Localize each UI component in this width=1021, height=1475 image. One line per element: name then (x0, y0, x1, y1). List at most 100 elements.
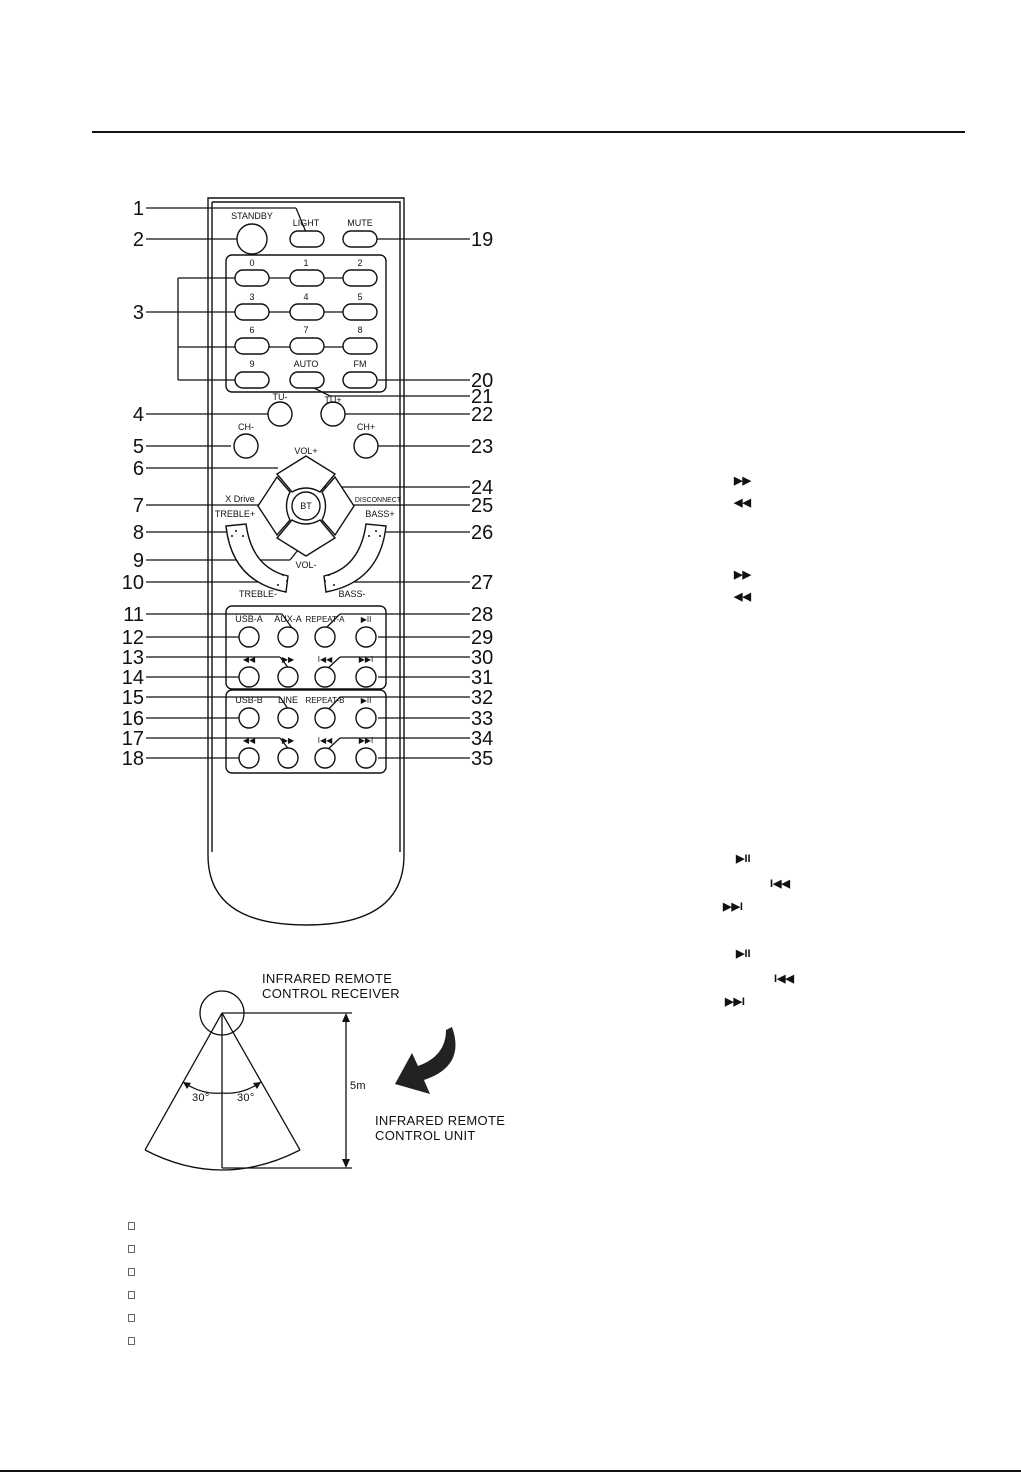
disconnect-label: DISCONNECT (355, 497, 402, 504)
ch-plus-button[interactable] (353, 433, 379, 459)
vol-minus-label: VOL- (295, 560, 316, 570)
disconnect-button[interactable] (321, 475, 355, 537)
digit-9-button[interactable] (234, 371, 270, 389)
checkbox-icon (128, 1291, 135, 1299)
mute-button[interactable] (342, 230, 378, 248)
play-pause-b-button[interactable] (355, 707, 377, 729)
treble-rocker[interactable] (225, 523, 289, 593)
next-a-button[interactable] (355, 666, 377, 688)
line-button[interactable] (277, 707, 299, 729)
rewind-a-label: ◀◀ (243, 655, 256, 664)
standby-button[interactable] (236, 223, 268, 255)
right-column-icons: ▶▶ ◀◀ ▶▶ ◀◀ ▶II I◀◀ ▶▶I ▶II I◀◀ ▶▶I (722, 475, 795, 1008)
checkbox-icon (128, 1314, 135, 1322)
digit-6-label: 6 (249, 325, 254, 335)
play-pause-a-button[interactable] (355, 626, 377, 648)
remote-control (207, 197, 405, 926)
digit-3-label: 3 (249, 292, 254, 302)
callout-18: 18 (122, 748, 144, 770)
ch-minus-label: CH- (238, 422, 254, 432)
unit-label-line2: CONTROL UNIT (375, 1128, 476, 1143)
bt-button[interactable] (291, 491, 321, 521)
fast-forward-b-button[interactable] (277, 747, 299, 769)
xdrive-button[interactable] (257, 475, 291, 537)
bass-rocker[interactable] (323, 523, 387, 593)
previous-a-label: I◀◀ (318, 655, 333, 664)
digit-2-button[interactable] (342, 269, 378, 287)
fast-forward-a-button[interactable] (277, 666, 299, 688)
tu-minus-button[interactable] (267, 401, 293, 427)
aux-a-button[interactable] (277, 626, 299, 648)
repeat-b-button[interactable] (314, 707, 336, 729)
mute-label: MUTE (347, 218, 373, 228)
rewind-icon: ◀◀ (733, 591, 751, 603)
digit-1-label: 1 (303, 258, 308, 268)
digit-2-label: 2 (357, 258, 362, 268)
auto-label: AUTO (294, 359, 319, 369)
digit-5-label: 5 (357, 292, 362, 302)
xdrive-label: X Drive (225, 494, 255, 504)
digit-3-button[interactable] (234, 303, 270, 321)
previous-b-button[interactable] (314, 747, 336, 769)
digit-8-button[interactable] (342, 337, 378, 355)
fast-forward-a-label: ▶▶ (282, 655, 295, 664)
play-pause-icon: ▶II (735, 853, 751, 865)
callout-12: 12 (122, 627, 144, 649)
play-pause-a-label: ▶II (361, 615, 372, 624)
fm-label: FM (354, 359, 367, 369)
callout-2: 2 (133, 229, 144, 251)
usb-b-label: USB-B (235, 695, 263, 705)
digit-0-label: 0 (249, 258, 254, 268)
digit-9-label: 9 (249, 359, 254, 369)
play-pause-b-label: ▶II (361, 696, 372, 705)
bt-label: BT (300, 501, 312, 511)
play-pause-icon: ▶II (735, 948, 751, 960)
callout-23: 23 (471, 436, 493, 458)
fm-button[interactable] (342, 371, 378, 389)
digit-0-button[interactable] (234, 269, 270, 287)
callout-7: 7 (133, 495, 144, 517)
checkbox-icon (128, 1222, 135, 1230)
aux-a-label: AUX-A (274, 614, 302, 624)
vol-minus-button[interactable] (275, 519, 337, 557)
usb-b-button[interactable] (238, 707, 260, 729)
usb-a-button[interactable] (238, 626, 260, 648)
light-button[interactable] (289, 230, 325, 248)
callout-8: 8 (133, 522, 144, 544)
callout-30: 30 (471, 647, 493, 669)
callout-numbers: 1 2 3 4 5 6 7 8 9 10 11 12 13 14 15 16 1… (122, 198, 494, 770)
repeat-a-button[interactable] (314, 626, 336, 648)
repeat-a-label: REPEAT-A (306, 615, 346, 624)
remote-buttons (225, 223, 387, 769)
rewind-b-button[interactable] (238, 747, 260, 769)
previous-icon: I◀◀ (774, 973, 795, 985)
rewind-a-button[interactable] (238, 666, 260, 688)
angle-left-label: 30° (192, 1092, 210, 1104)
callout-15: 15 (122, 687, 144, 709)
rewind-icon: ◀◀ (733, 497, 751, 509)
digit-4-button[interactable] (289, 303, 325, 321)
callout-24: 24 (471, 477, 493, 499)
previous-a-button[interactable] (314, 666, 336, 688)
fast-forward-icon: ▶▶ (733, 475, 751, 487)
next-icon: ▶▶I (724, 996, 745, 1008)
next-b-button[interactable] (355, 747, 377, 769)
treble-minus-label: TREBLE- (239, 589, 277, 599)
rewind-b-label: ◀◀ (243, 736, 256, 745)
vol-plus-button[interactable] (275, 455, 337, 493)
auto-button[interactable] (289, 371, 325, 389)
tu-plus-button[interactable] (320, 401, 346, 427)
callout-19: 19 (471, 229, 493, 251)
repeat-b-label: REPEAT-B (306, 696, 345, 705)
digit-5-button[interactable] (342, 303, 378, 321)
line-label: LINE (278, 695, 298, 705)
digit-7-button[interactable] (289, 337, 325, 355)
ch-minus-button[interactable] (233, 433, 259, 459)
digit-1-button[interactable] (289, 269, 325, 287)
usb-a-label: USB-A (235, 614, 263, 624)
receiver-label-line2: CONTROL RECEIVER (262, 986, 400, 1001)
checkbox-list (128, 1222, 135, 1360)
arrow-icon (395, 1027, 456, 1094)
digit-6-button[interactable] (234, 337, 270, 355)
